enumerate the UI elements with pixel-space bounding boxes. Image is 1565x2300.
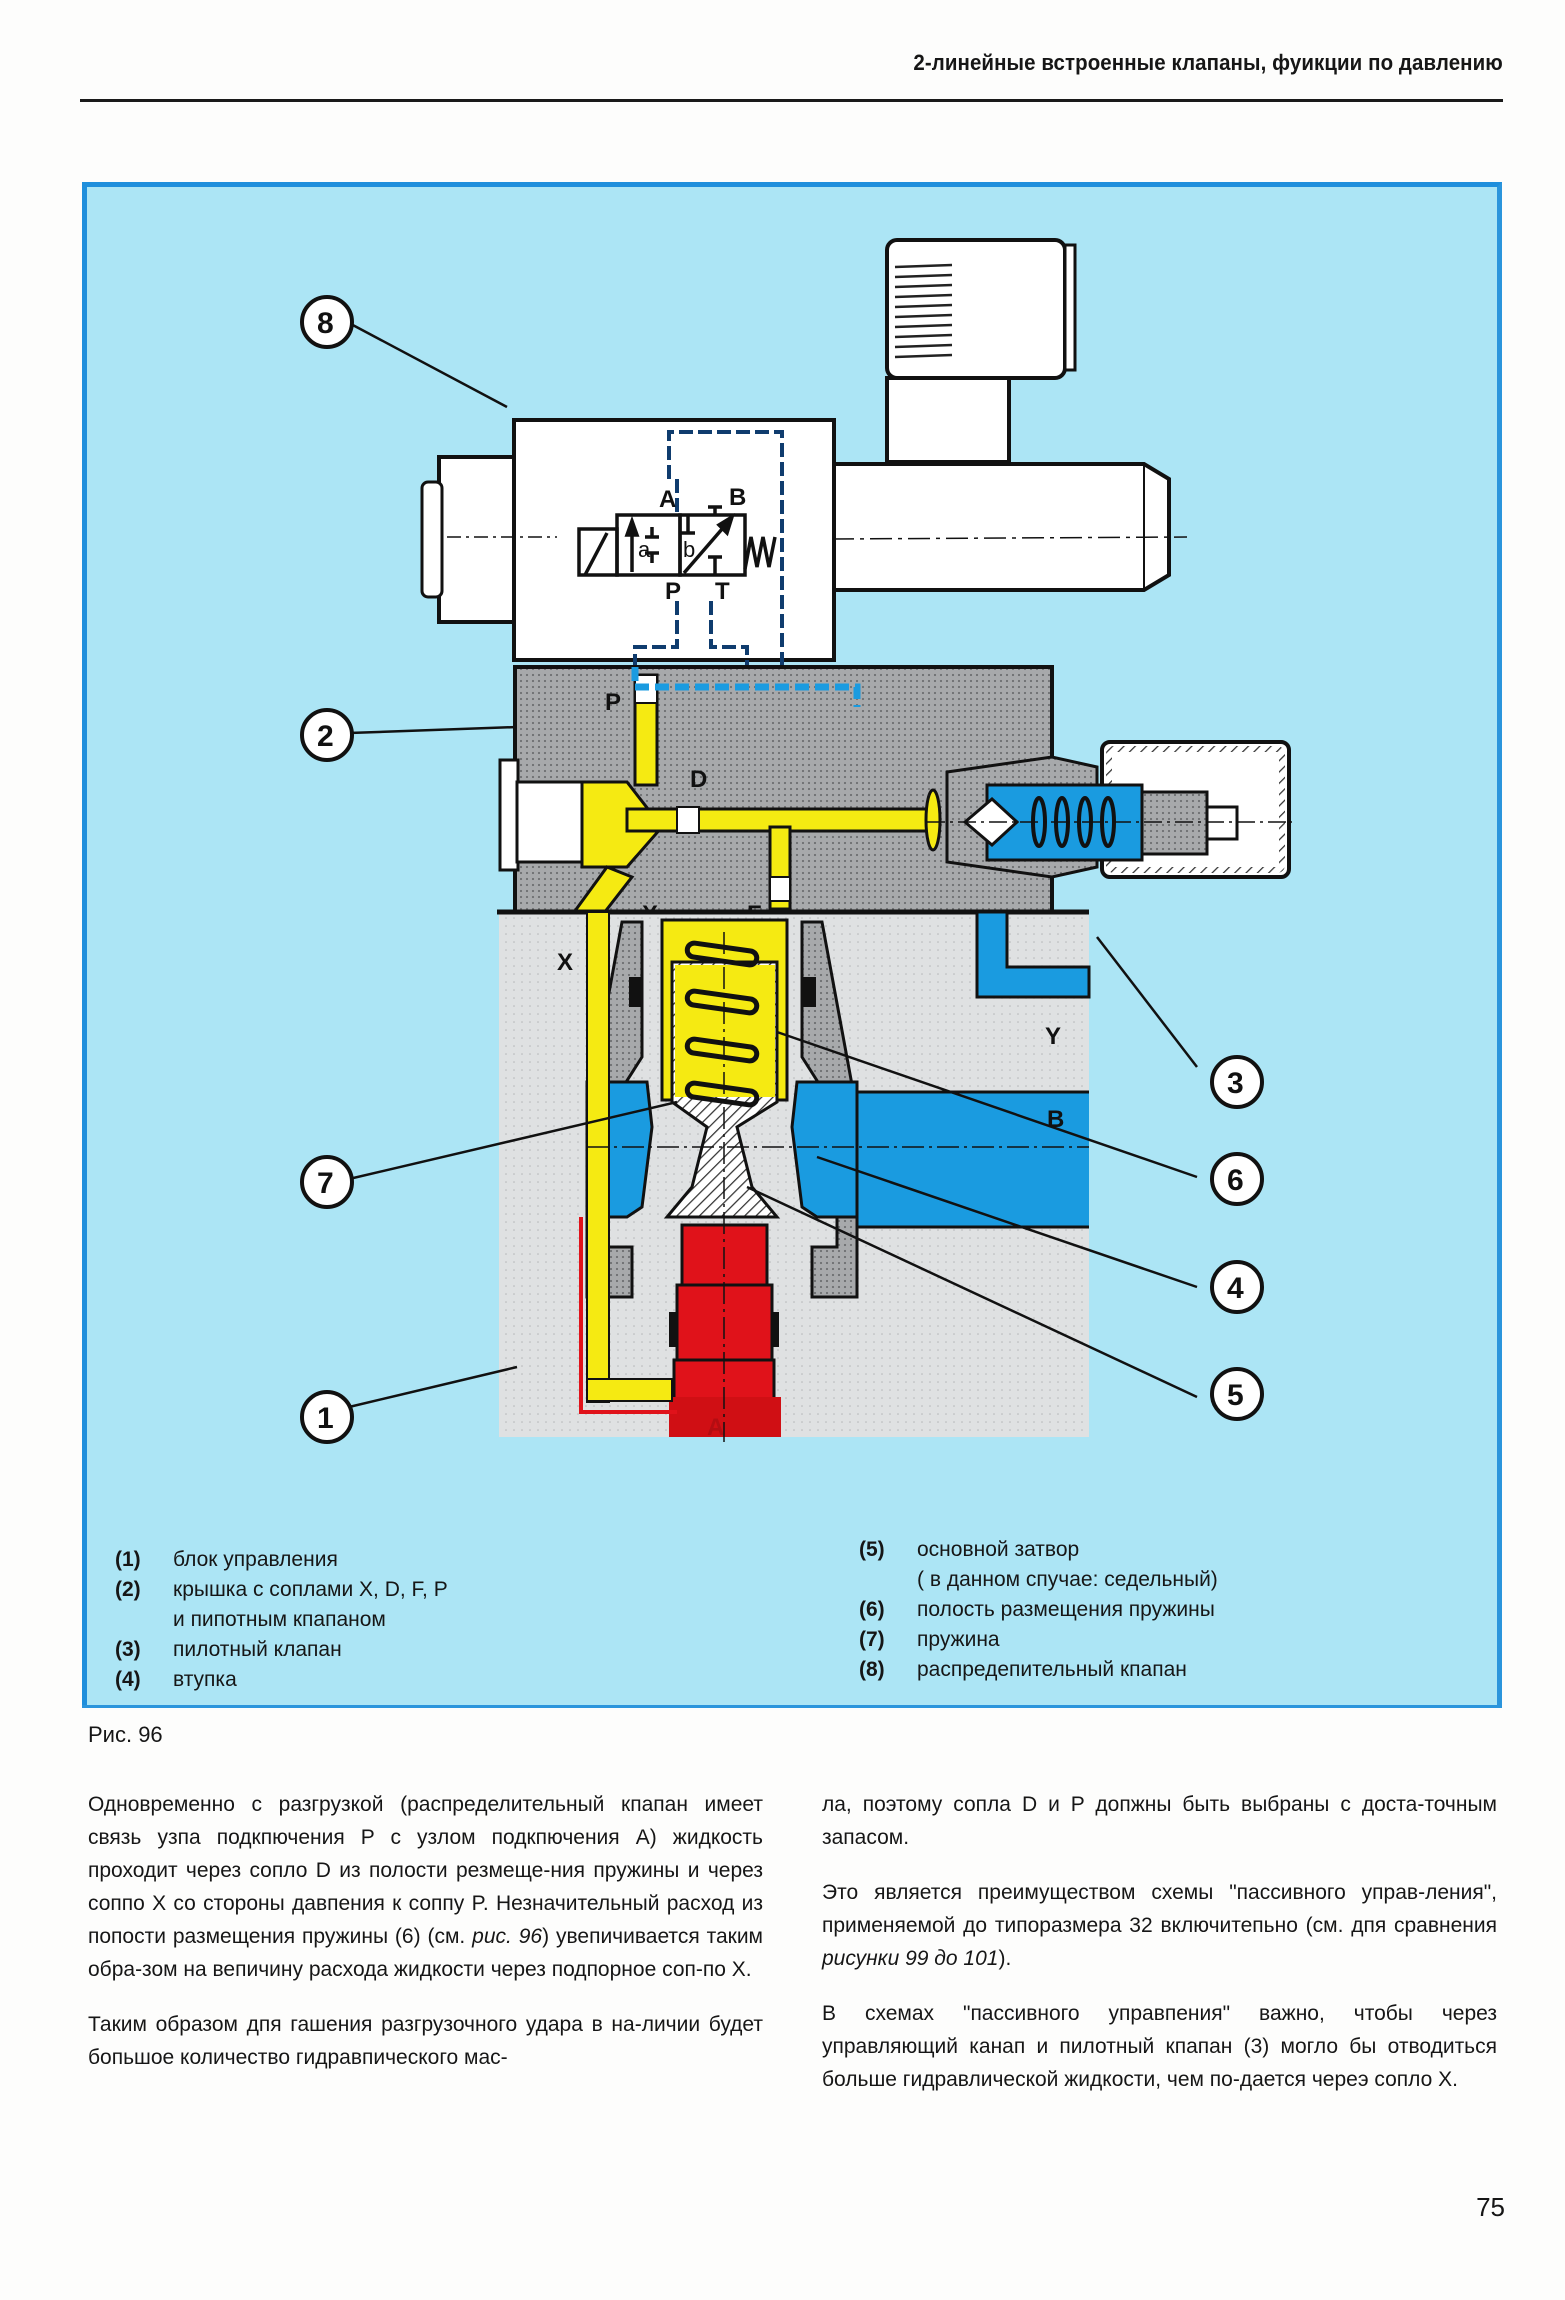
nozzle-f [769, 876, 791, 902]
callout-number: 8 [317, 307, 334, 340]
callout-number: 6 [1227, 1164, 1244, 1197]
callout-4: 4 [1210, 1260, 1264, 1314]
tank-channel [631, 667, 861, 707]
solenoid-housing [830, 462, 1171, 592]
paragraph: Одновременно с разгрузкой (распределител… [88, 1793, 763, 1981]
port-a-opening [669, 1397, 781, 1437]
pressure-passages [569, 673, 942, 924]
paragraph: ла, поэтому сопла D и P допжны быть выбр… [822, 1793, 1497, 1849]
pilot-lines [633, 430, 784, 665]
callout-number: 1 [317, 1402, 334, 1435]
legend-item: (3)пилотный клапан [115, 1638, 342, 1661]
legend-left: (1)блок управления (2)крышка с соплами X… [115, 1545, 448, 1695]
paragraph: Это является преимуществом схемы "пассив… [822, 1881, 1497, 1970]
callout-leaders [348, 321, 1198, 1409]
spring-7 [684, 940, 760, 1108]
directional-valve-8: A B P T a b [420, 238, 1188, 665]
body-column-right: ла, поэтому сопла D и P допжны быть выбр… [822, 1788, 1497, 2118]
callout-number: 3 [1227, 1067, 1244, 1100]
label-port-t-symbol: T [715, 578, 730, 605]
legend-item: (4)втупка [115, 1668, 237, 1691]
figure-reference: рuc. 96 [472, 1925, 543, 1948]
callout-number: 5 [1227, 1379, 1244, 1412]
running-title: 2-линейные встроенные клапаны, фуикции п… [913, 50, 1503, 75]
figure-caption: Рис. 96 [88, 1722, 163, 1747]
label-port-x-block: X [557, 949, 573, 976]
paragraph: Таким образом дпя гашения разгрузочного … [88, 2013, 763, 2069]
legend-item: (2)крышка с соплами X, D, F, P [115, 1578, 448, 1601]
label-position-a: a [638, 537, 651, 562]
figure-bottom-border [82, 1705, 1502, 1708]
label-port-y: Y [1045, 1023, 1061, 1050]
label-port-b-symbol: B [729, 484, 746, 511]
label-port-p-cover: P [605, 689, 621, 716]
figure-reference: рисунки 99 до 101 [822, 1947, 999, 1970]
channel-y [975, 910, 1091, 999]
legend-item: (5)основной затвор [859, 1538, 1080, 1561]
callout-1: 1 [300, 1390, 354, 1444]
label-port-a: A [707, 1414, 724, 1441]
label-port-p-symbol: P [665, 578, 681, 605]
label-port-a-symbol: A [659, 486, 676, 513]
control-block-1: A X Y B [497, 909, 1091, 1442]
callouts: 8 2 7 1 3 6 4 5 [300, 295, 1264, 1444]
figure-panel: A B P T a b [82, 182, 1502, 1708]
callout-number: 4 [1227, 1272, 1244, 1305]
iso-valve-symbol [577, 505, 777, 577]
legend-item: (7)пружина [859, 1628, 1000, 1651]
header-rule [80, 99, 1503, 102]
paragraph: В схемах "пассивного управпения" важно, … [822, 2002, 1497, 2091]
callout-7: 7 [300, 1155, 354, 1209]
legend-right: (5)основной затвор ( в данном спучае: се… [859, 1535, 1218, 1685]
legend-item: (8)распредепительный кпапан [859, 1658, 1187, 1681]
pilot-line-x [579, 911, 677, 1414]
legend-item: (6)полость размещения пружины [859, 1598, 1215, 1621]
callout-2: 2 [300, 708, 354, 762]
valve-body [512, 418, 836, 662]
pilot-valve-3 [927, 740, 1292, 879]
label-position-b: b [683, 537, 695, 562]
nozzle-d [676, 806, 700, 834]
label-nozzle-d: D [690, 766, 707, 793]
callout-number: 7 [317, 1167, 334, 1200]
port-b-channel [842, 1092, 1089, 1227]
body-column-left: Одновременно с разгрузкой (распределител… [88, 1788, 763, 2096]
callout-3: 3 [1210, 1055, 1264, 1109]
callout-5: 5 [1210, 1367, 1264, 1421]
callout-number: 2 [317, 720, 334, 753]
valve-cross-section-diagram: A B P T a b [300, 238, 1292, 1444]
legend-item-continuation: ( в данном спучае: седельный) [917, 1568, 1218, 1591]
legend-item: (1)блок управления [115, 1548, 338, 1571]
legend-item-continuation: и пипотным кпапаном [173, 1608, 386, 1631]
page-number: 75 [1476, 2192, 1505, 2222]
callout-6: 6 [1210, 1152, 1264, 1206]
callout-8: 8 [300, 295, 354, 349]
